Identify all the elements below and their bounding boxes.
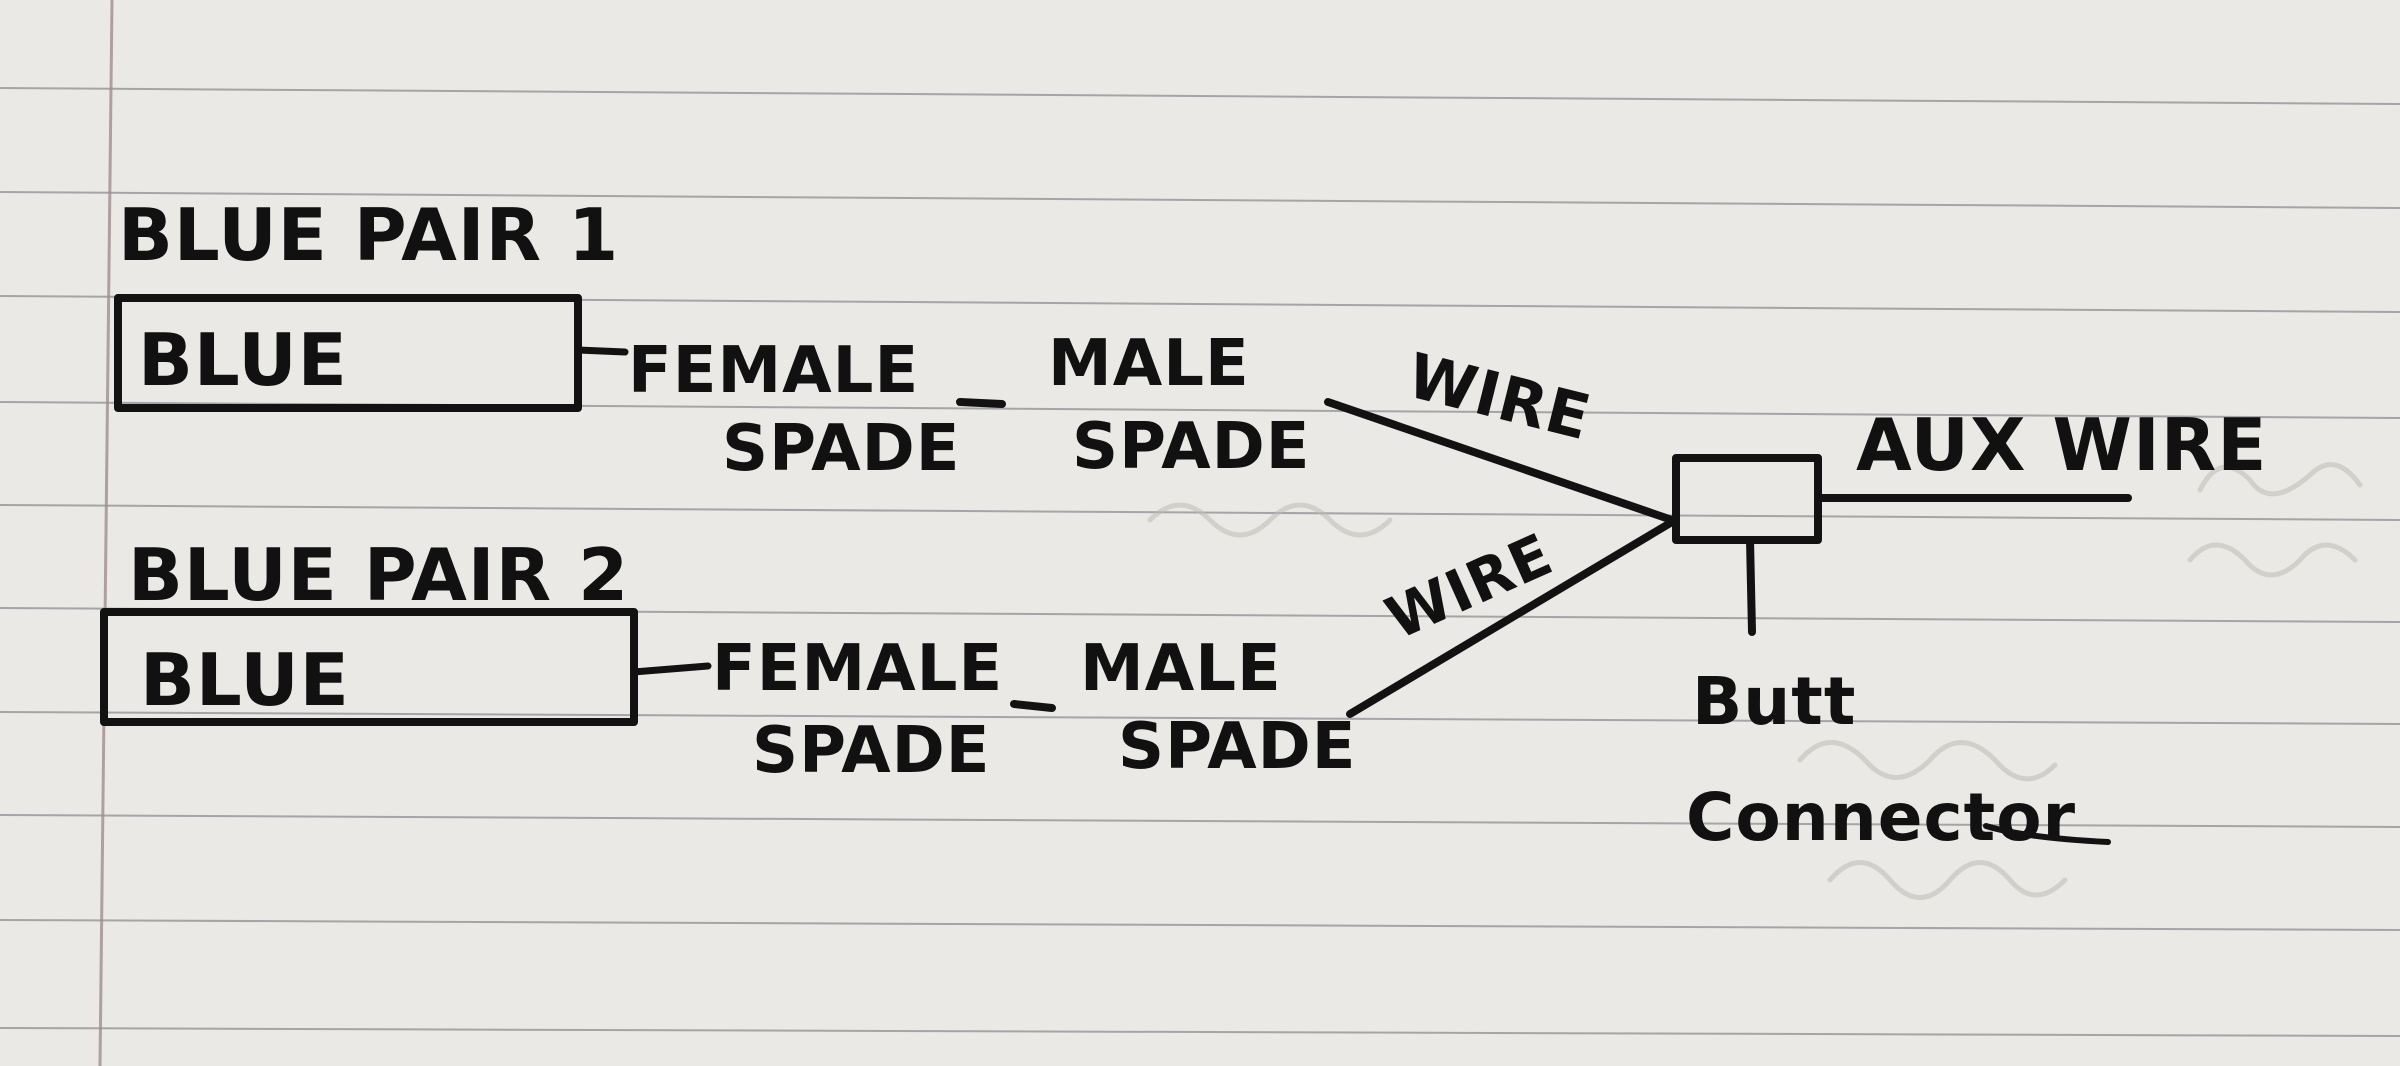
connector-underline-tail [1983, 823, 2111, 845]
pair1-male-spade-label: SPADE [1072, 410, 1311, 484]
pair2-box-to-female-lead [630, 662, 712, 676]
pair2-male-spade-label: SPADE [1118, 710, 1357, 784]
rule-line [0, 191, 2400, 209]
rule-line [0, 814, 2400, 828]
butt-connector-stem [1746, 536, 1756, 636]
pair1-male-label: MALE [1048, 327, 1250, 401]
pair2-title: BLUE PAIR 2 [128, 533, 629, 617]
pair1-wire-label: BLUE [138, 318, 348, 402]
pair1-female-spade-label: SPADE [722, 412, 961, 486]
pair2-female-label: FEMALE [712, 632, 1003, 706]
pair2-male-label: MALE [1080, 632, 1282, 706]
lower-wire-line [1346, 518, 1676, 718]
aux-wire-label: AUX WIRE [1856, 403, 2267, 487]
ghost-scribble [2197, 462, 2363, 497]
pair1-female-to-male-dash [956, 398, 1006, 408]
rule-line [0, 711, 2400, 725]
connector-label: Connector [1686, 779, 2076, 856]
rule-line [0, 1027, 2400, 1037]
pair2-wire-box [100, 608, 638, 726]
rule-line [0, 919, 2400, 931]
butt-label: Butt [1692, 663, 1856, 740]
pair1-female-label: FEMALE [628, 334, 919, 408]
rule-line [0, 87, 2400, 105]
pair1-box-to-female-lead [574, 346, 629, 356]
upper-wire-line [1324, 398, 1676, 524]
pair1-title: BLUE PAIR 1 [118, 193, 619, 277]
bleed-through-marks [1147, 462, 2363, 900]
pair2-female-to-male-dash [1010, 700, 1056, 712]
pair2-wire-label: BLUE [140, 638, 350, 722]
ghost-scribble [1147, 502, 1393, 538]
margin-line [98, 0, 114, 1066]
ghost-scribble [2187, 542, 2358, 578]
ghost-scribble [1797, 740, 2058, 782]
ghost-scribble [1827, 860, 2068, 900]
pair2-female-spade-label: SPADE [752, 714, 991, 788]
